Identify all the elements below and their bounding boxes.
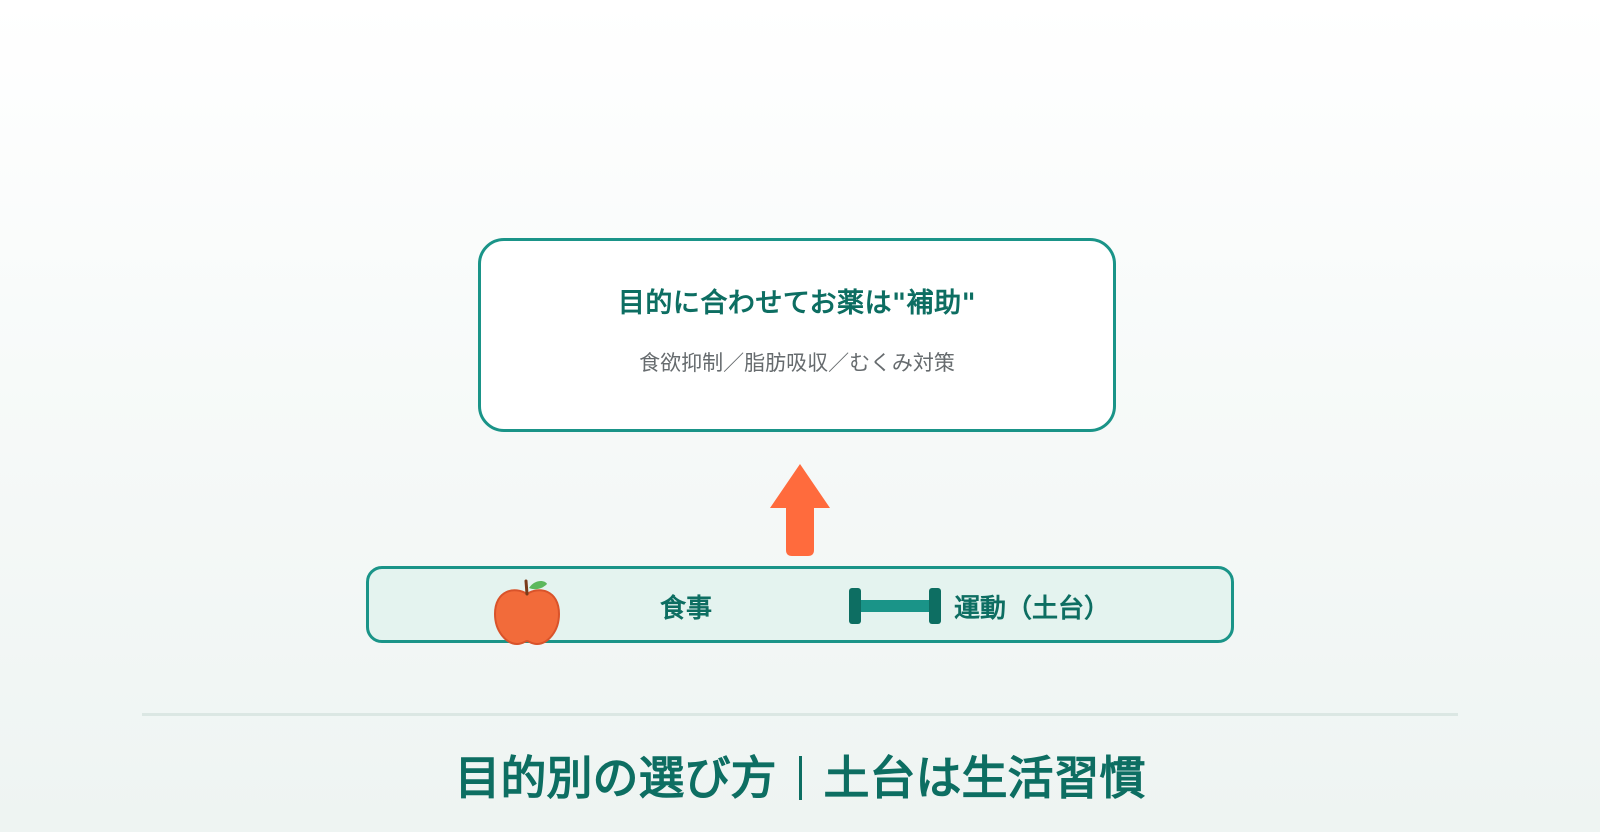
up-arrow-icon	[770, 464, 830, 556]
supplement-box: 目的に合わせてお薬は"補助" 食欲抑制／脂肪吸収／むくみ対策	[478, 238, 1116, 432]
caption-left: 目的別の選び方	[454, 751, 777, 805]
supplement-title: 目的に合わせてお薬は"補助"	[617, 288, 977, 319]
exercise-label: 運動（土台）	[954, 594, 1111, 624]
meal-label: 食事	[660, 594, 713, 624]
caption-separator	[798, 756, 802, 800]
caption: 目的別の選び方土台は生活習慣	[0, 742, 1600, 808]
divider-line	[142, 713, 1458, 716]
caption-right: 土台は生活習慣	[823, 751, 1146, 805]
dumbbell-icon	[849, 588, 941, 624]
supplement-subtitle: 食欲抑制／脂肪吸収／むくみ対策	[639, 351, 955, 375]
apple-icon	[493, 579, 561, 646]
